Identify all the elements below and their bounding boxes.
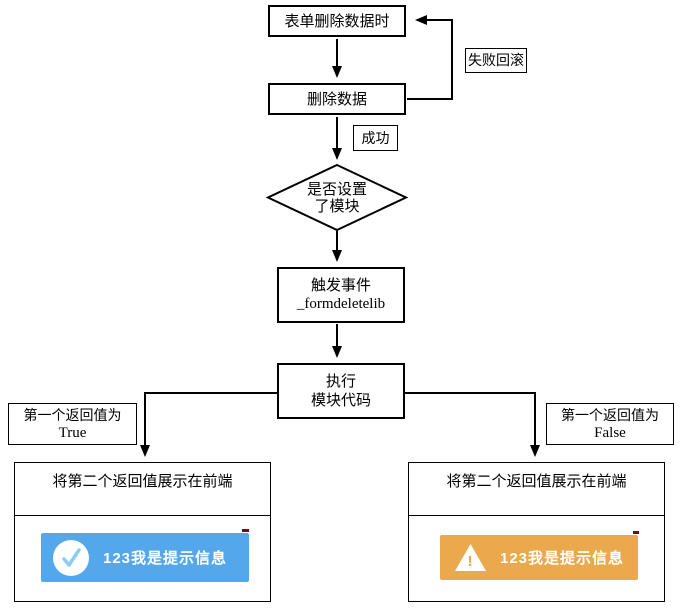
arrow-fail-rollback-loop bbox=[407, 15, 453, 100]
node-delete-data: 删除数据 bbox=[268, 83, 406, 115]
warning-triangle-icon: ! bbox=[455, 544, 486, 571]
node-exec-module: 执行 模块代码 bbox=[277, 363, 405, 419]
edge-label-success: 成功 bbox=[353, 125, 398, 151]
node-result-false: 将第二个返回值展示在前端 ! 123我是提示信息 bbox=[408, 462, 665, 602]
node-delete-data-label: 删除数据 bbox=[306, 90, 367, 108]
arrow-false-branch bbox=[404, 392, 540, 457]
arrow-true-branch bbox=[140, 392, 278, 457]
node-form-delete: 表单删除数据时 bbox=[268, 5, 406, 37]
decision-label: 是否设置 了模块 bbox=[306, 181, 367, 215]
toast-warning: ! 123我是提示信息 bbox=[440, 535, 638, 580]
decision-diamond bbox=[265, 163, 409, 232]
edge-label-fail-rollback: 失败回滚 bbox=[465, 48, 527, 73]
edge-label-false: 第一个返回值为 False bbox=[546, 403, 674, 445]
check-circle-icon bbox=[53, 539, 89, 576]
edge-label-true: 第一个返回值为 True bbox=[8, 403, 137, 445]
toast-warning-corner-mark bbox=[633, 531, 639, 534]
toast-success-message: 123我是提示信息 bbox=[103, 550, 228, 567]
node-result-true: 将第二个返回值展示在前端 123我是提示信息 bbox=[14, 462, 271, 602]
node-form-delete-label: 表单删除数据时 bbox=[284, 12, 390, 30]
node-result-false-label: 将第二个返回值展示在前端 bbox=[409, 463, 664, 516]
node-trigger-event: 触发事件 _formdeletelib bbox=[277, 267, 405, 323]
toast-warning-message: 123我是提示信息 bbox=[500, 550, 625, 567]
toast-success: 123我是提示信息 bbox=[41, 533, 249, 582]
toast-success-corner-mark bbox=[242, 529, 249, 532]
node-result-true-label: 将第二个返回值展示在前端 bbox=[15, 463, 270, 516]
